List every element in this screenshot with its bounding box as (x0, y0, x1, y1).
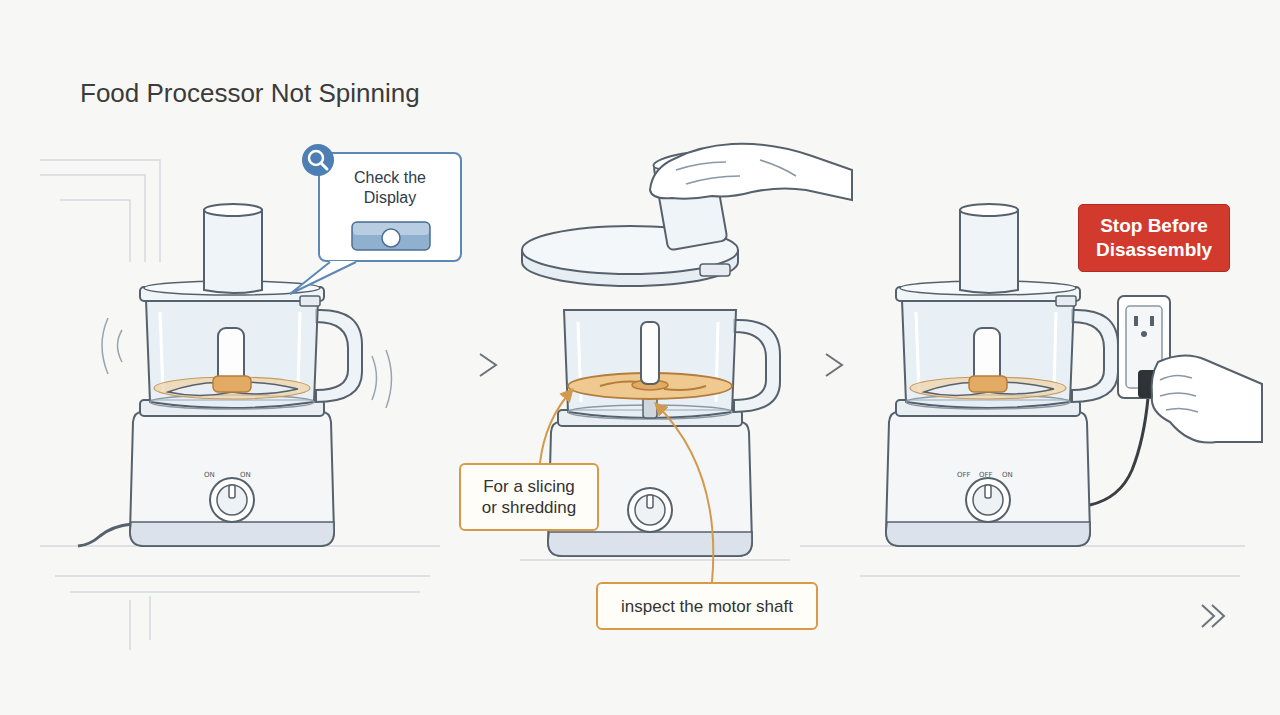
processor-lid (140, 204, 324, 306)
wall-lines (40, 160, 160, 262)
processor-three (886, 204, 1262, 546)
callout-box: inspect the motor shaft (596, 582, 818, 630)
background-lines (40, 160, 1245, 650)
socket-ground (1141, 331, 1147, 337)
processor-base (886, 400, 1090, 546)
leader-line (656, 404, 713, 582)
processor-bowl (146, 300, 362, 409)
leader-line (540, 390, 572, 463)
hand (1152, 355, 1262, 442)
disc-stem (641, 322, 659, 384)
box-text: Stop Before Disassembly (1089, 214, 1219, 262)
power-cord (78, 524, 132, 546)
processor-bowl (564, 310, 780, 419)
box-text: inspect the motor shaft (621, 596, 793, 617)
vibration-lines (102, 318, 392, 408)
box-text: For a slicing or shredding (477, 476, 581, 518)
knob-label: ON (1002, 471, 1013, 479)
processor-base (130, 400, 334, 546)
next-chevron (1202, 605, 1214, 627)
processor-lid (896, 204, 1080, 306)
finger-lines (676, 160, 796, 184)
knob-label: ON (240, 471, 251, 479)
processor-bowl (902, 300, 1118, 409)
warning-box: Stop Before Disassembly (1078, 204, 1230, 272)
chopping-blade (910, 328, 1066, 399)
counter-lines (520, 559, 790, 561)
power-cord (1090, 398, 1148, 505)
next-chevron (1212, 605, 1224, 627)
lid-tab (700, 264, 730, 276)
bubble-tail (290, 262, 356, 294)
knob-label: OFF (979, 471, 993, 479)
chopping-blade (154, 328, 310, 399)
callout-bubble: Check the Display (318, 152, 462, 262)
finger-lines (1160, 375, 1198, 412)
knob-label: ON (204, 471, 215, 479)
socket-slot (1150, 316, 1154, 326)
counter-lines (800, 546, 1245, 576)
bubble-tail-fill (290, 261, 356, 294)
hand (650, 144, 852, 200)
box-text: Check the Display (342, 168, 438, 208)
knob-label: OFF (957, 471, 971, 479)
step-chevron (826, 354, 842, 376)
socket-slot (1134, 316, 1138, 326)
callout-box: For a slicing or shredding (459, 463, 599, 531)
diagram-title: Food Processor Not Spinning (80, 78, 420, 109)
counter-lines (40, 546, 440, 650)
step-chevron (480, 354, 496, 376)
